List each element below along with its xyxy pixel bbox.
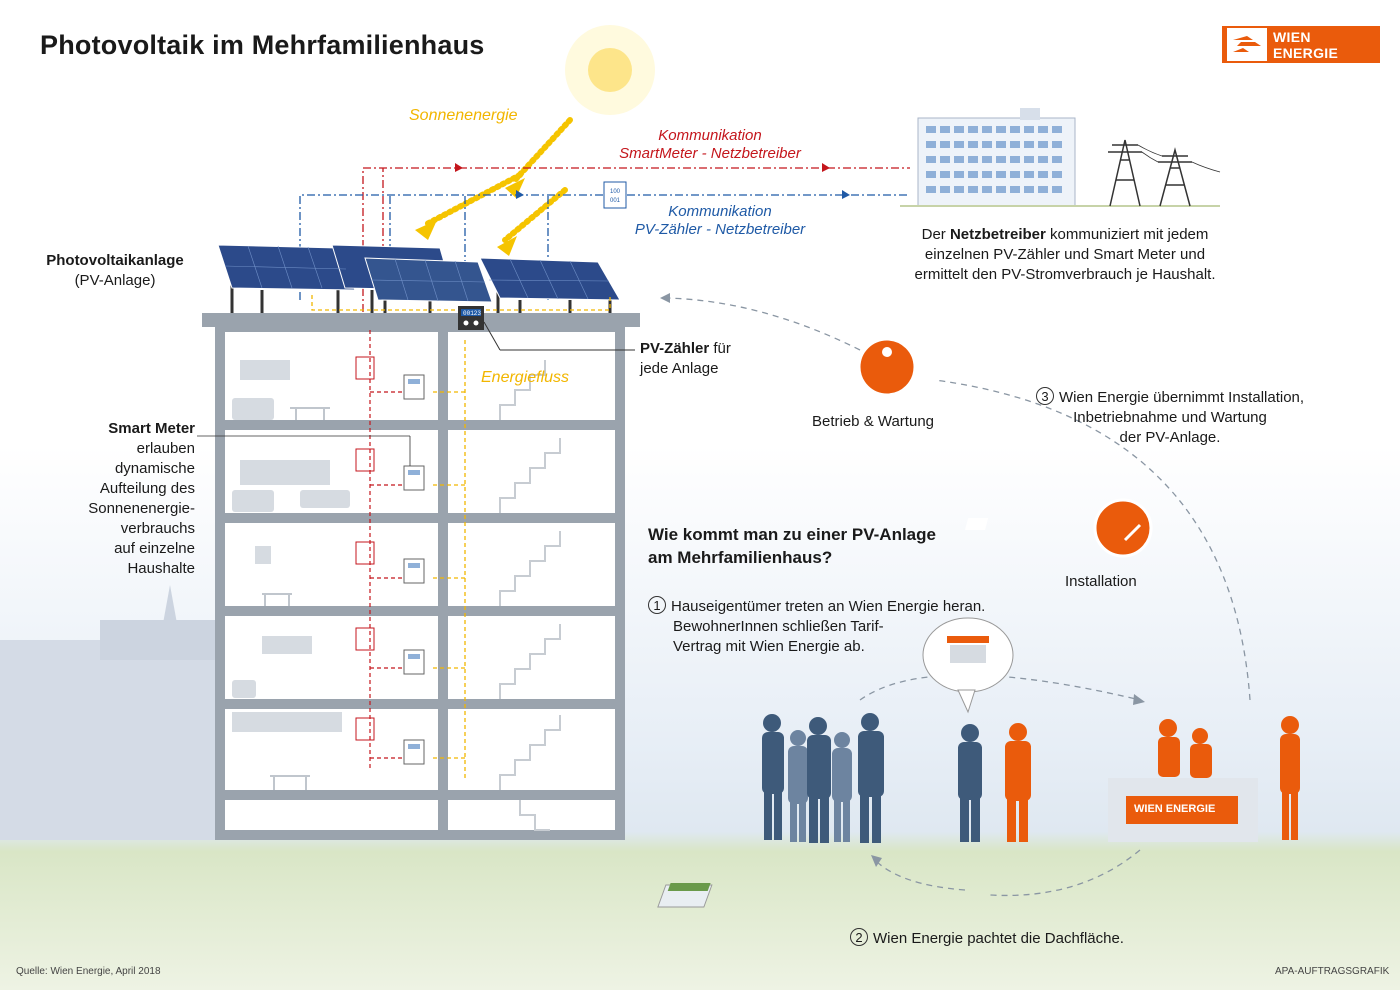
smart-meter-line: Haushalte <box>127 560 195 577</box>
step3-line: Inbetriebnahme und Wartung <box>1073 409 1267 426</box>
step1-line: Hauseigentümer treten an Wien Energie he… <box>671 598 986 615</box>
smart-meter-line: Sonnenenergie- <box>88 500 195 517</box>
step1-line: Vertrag mit Wien Energie ab. <box>673 638 865 655</box>
smart-meter-title: Smart Meter <box>108 420 195 437</box>
label-line: Kommunikation <box>668 203 772 220</box>
smart-meter-label: Smart Meter erlauben dynamische Aufteilu… <box>60 419 195 579</box>
label-betrieb: Betrieb & Wartung <box>812 413 934 430</box>
pv-anlage-sub: (PV-Anlage) <box>74 272 156 289</box>
label-sonnenenergie: Sonnenenergie <box>409 107 518 124</box>
wien-energie-logo: WIEN ENERGIE <box>1222 26 1380 63</box>
smart-meter-icons <box>403 374 425 765</box>
step3-line: Wien Energie übernimmt Installation, <box>1058 389 1305 406</box>
step1-text: 1 Hauseigentümer treten an Wien Energie h… <box>648 596 985 657</box>
smart-meter-line: Aufteilung des <box>99 480 195 497</box>
installation-icon <box>964 498 1153 558</box>
power-pylon-icon <box>1108 139 1221 207</box>
pv-anlage-label: Photovoltaikanlage (PV-Anlage) <box>40 251 190 291</box>
source-note: Quelle: Wien Energie, April 2018 <box>16 966 161 977</box>
label-line: SmartMeter - Netzbetreiber <box>619 145 801 162</box>
step3-number: 3 <box>1035 387 1054 405</box>
label-installation: Installation <box>1065 573 1137 590</box>
question-line: Wie kommt man zu einer PV-Anlage <box>648 525 936 544</box>
counter-logo-text: WIEN ENERGIE <box>1134 803 1216 815</box>
sun-icon <box>565 25 655 115</box>
smart-meter-line: erlauben <box>136 440 195 457</box>
step2-number: 2 <box>850 928 868 946</box>
netzbetreiber-building-icon <box>900 108 1220 207</box>
residents-group-icon <box>762 713 982 843</box>
wien-energie-staff-icon <box>1005 716 1300 842</box>
data-document-icon: 100 001 <box>603 181 627 209</box>
netzbetreiber-text: Der Netzbetreiber kommuniziert mit jedem… <box>875 225 1255 285</box>
label-line: Kommunikation <box>658 127 762 144</box>
nb-bold: Netzbetreiber <box>949 226 1046 243</box>
smart-meter-line: auf einzelne <box>114 540 195 557</box>
smart-meter-line: verbrauchs <box>120 520 195 537</box>
question-heading: Wie kommt man zu einer PV-Anlage am Mehr… <box>648 523 936 569</box>
label-energiefluss: Energiefluss <box>481 369 570 386</box>
wien-energie-logo-icon <box>1227 28 1267 61</box>
pv-meter-icon <box>458 306 484 330</box>
apartment-building <box>197 295 640 840</box>
service-counter <box>1108 778 1258 842</box>
label-kommunikation-pv: Kommunikation PV-Zähler - Netzbetreiber <box>595 203 845 239</box>
step1-number: 1 <box>648 596 666 614</box>
pv-zaehler-rest: für <box>709 340 731 357</box>
nb-line3: ermittelt den PV-Stromverbrauch je Haush… <box>914 266 1216 283</box>
step3-line: der PV-Anlage. <box>1119 429 1221 446</box>
nb-line2: einzelnen PV-Zähler und Smart Meter und <box>924 246 1206 263</box>
page-title: Photovoltaik im Mehrfamilienhaus <box>40 30 485 60</box>
pv-anlage-title: Photovoltaikanlage <box>46 252 184 269</box>
pv-meter-digits: 00123 <box>463 310 482 317</box>
svg-text:100: 100 <box>610 189 621 195</box>
label-kommunikation-smartmeter: Kommunikation SmartMeter - Netzbetreiber <box>585 127 835 163</box>
question-line: am Mehrfamilienhaus? <box>648 548 833 567</box>
sun-rays-icon <box>422 117 573 243</box>
pv-zaehler-line2: jede Anlage <box>640 360 719 377</box>
solar-panels-icon <box>217 244 621 314</box>
money-bundle-icon <box>657 883 713 908</box>
pv-zaehler-bold: PV-Zähler <box>640 340 710 357</box>
maintenance-icon <box>773 337 917 397</box>
pv-zaehler-label: PV-Zähler für jede Anlage <box>640 339 731 379</box>
svg-text:001: 001 <box>610 198 621 204</box>
label-line: PV-Zähler - Netzbetreiber <box>634 221 806 238</box>
step2-line: Wien Energie pachtet die Dachfläche. <box>873 930 1124 947</box>
nb-line1: kommuniziert mit jedem <box>1045 226 1209 243</box>
step1-line: BewohnerInnen schließen Tarif- <box>673 618 884 635</box>
nb-prefix: Der <box>921 226 950 243</box>
speech-bubble-icon <box>922 617 1014 714</box>
step2-text: 2 Wien Energie pachtet die Dachfläche. <box>850 928 1124 949</box>
smart-meter-line: dynamische <box>114 460 195 477</box>
credit-note: APA-AUFTRAGSGRAFIK <box>1275 966 1390 977</box>
logo-text: WIEN ENERGIE <box>1273 28 1339 61</box>
